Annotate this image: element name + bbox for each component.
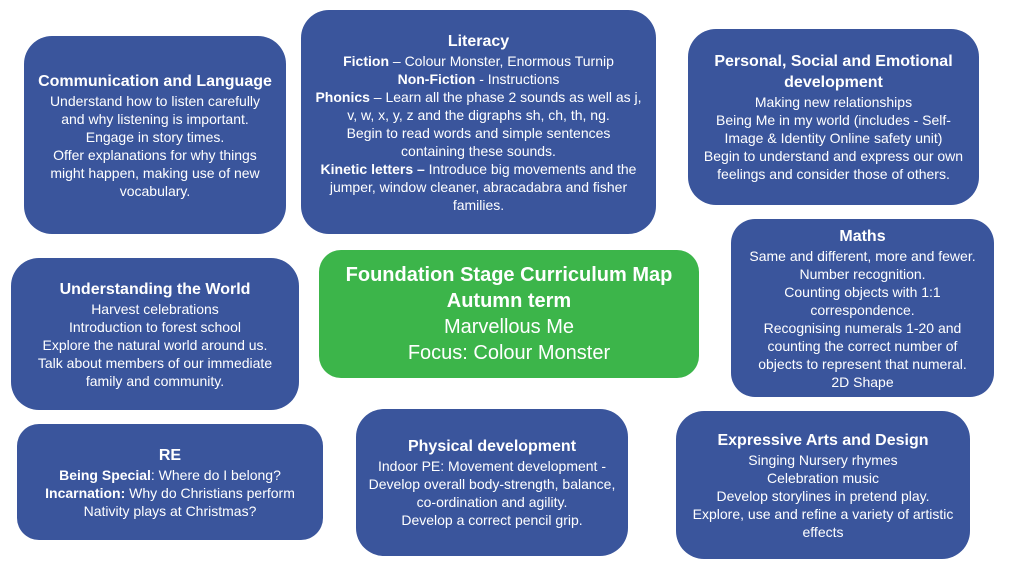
maths-card: Maths Same and different, more and fewer… (731, 219, 994, 397)
arts-line: Singing Nursery rhymes (748, 451, 898, 468)
center-title: Foundation Stage Curriculum Map (345, 264, 673, 286)
literacy-fiction: Fiction – Colour Monster, Enormous Turni… (313, 52, 644, 70)
center-theme: Marvellous Me (443, 316, 575, 338)
communication-line: Offer explanations for why things might … (50, 146, 260, 199)
kinetic-text: Introduce big movements and the jumper, … (329, 160, 637, 213)
arts-line: Celebration music (766, 469, 880, 486)
literacy-reading: Begin to read words and simple sentences… (346, 124, 611, 159)
world-line: Introduction to forest school (69, 318, 241, 335)
pse-title: Personal, Social and Emotional developme… (714, 53, 953, 91)
pse-card: Personal, Social and Emotional developme… (688, 29, 979, 205)
maths-line: Counting objects with 1:1 correspondence… (784, 283, 941, 318)
center-term: Autumn term (446, 290, 572, 312)
world-line: Harvest celebrations (91, 300, 219, 317)
world-line: Explore the natural world around us. (42, 336, 268, 353)
communication-language-card: Communication and Language Understand ho… (24, 36, 286, 234)
pse-line: Making new relationships (754, 94, 913, 110)
phonics-label: Phonics (315, 88, 370, 105)
maths-line: Recognising numerals 1-20 and counting t… (758, 319, 967, 372)
literacy-nonfiction: Non-Fiction - Instructions (313, 70, 644, 88)
kinetic-label: Kinetic letters – (320, 160, 425, 177)
center-focus: Focus: Colour Monster (407, 342, 611, 364)
re-incarnation: Incarnation: Why do Christians perform N… (27, 484, 313, 520)
pse-line: Begin to understand and express our own … (703, 148, 964, 182)
communication-line: Understand how to listen carefully and w… (49, 92, 261, 127)
phonics-text: – Learn all the phase 2 sounds as well a… (347, 88, 642, 123)
literacy-title: Literacy (447, 32, 510, 50)
nonfiction-text: - Instructions (475, 70, 560, 87)
physical-development-card: Physical development Indoor PE: Movement… (356, 409, 628, 556)
nonfiction-label: Non-Fiction (397, 70, 476, 87)
maths-line: Same and different, more and fewer. (749, 247, 976, 264)
maths-line: Number recognition. (799, 265, 926, 282)
re-title: RE (158, 446, 182, 464)
communication-title: Communication and Language (38, 72, 272, 90)
arts-line: Explore, use and refine a variety of art… (692, 505, 954, 540)
maths-line: 2D Shape (831, 373, 894, 390)
incarnation-text: Why do Christians perform Nativity plays… (83, 484, 295, 519)
arts-title: Expressive Arts and Design (717, 431, 929, 449)
arts-line: Develop storylines in pretend play. (716, 487, 930, 504)
special-text: : Where do I belong? (150, 466, 281, 483)
physical-line: Indoor PE: Movement development - Develo… (368, 458, 616, 510)
communication-line: Engage in story times. (85, 128, 225, 145)
world-title: Understanding the World (59, 280, 251, 298)
fiction-text: – Colour Monster, Enormous Turnip (389, 52, 614, 69)
literacy-kinetic: Kinetic letters – Introduce big movement… (313, 160, 644, 214)
literacy-card: Literacy Fiction – Colour Monster, Enorm… (301, 10, 656, 234)
curriculum-map-heading: Foundation Stage Curriculum Map Autumn t… (319, 250, 699, 378)
world-line: Talk about members of our immediate fami… (37, 354, 273, 389)
maths-title: Maths (839, 227, 886, 245)
re-card: RE Being Special: Where do I belong? Inc… (17, 424, 323, 540)
literacy-phonics: Phonics – Learn all the phase 2 sounds a… (313, 88, 644, 124)
re-special: Being Special: Where do I belong? (27, 466, 313, 484)
pse-line: Being Me in my world (includes - Self-Im… (716, 112, 951, 146)
understanding-world-card: Understanding the World Harvest celebrat… (11, 258, 299, 410)
incarnation-label: Incarnation: (45, 484, 126, 501)
special-label: Being Special (59, 466, 151, 483)
physical-title: Physical development (407, 438, 577, 455)
expressive-arts-card: Expressive Arts and Design Singing Nurse… (676, 411, 970, 559)
physical-line: Develop a correct pencil grip. (401, 512, 583, 528)
fiction-label: Fiction (343, 52, 389, 69)
